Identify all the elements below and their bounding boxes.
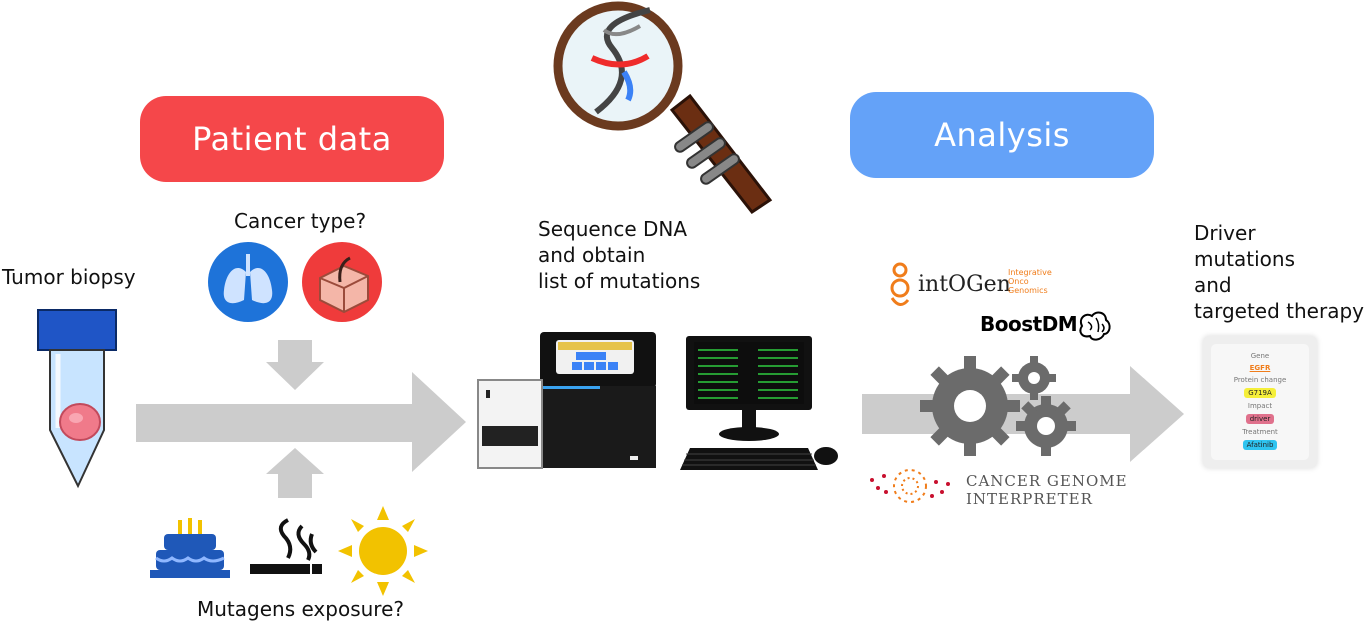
result-card-inner: Gene EGFR Protein change G719A Impact dr… [1211,344,1309,460]
cigarette-icon [250,518,322,574]
computer-monitor-icon [680,336,838,470]
protein-change-value: G719A [1244,388,1276,398]
cgi-logo-line1: CANCER GENOME [966,472,1128,490]
impact-value: driver [1245,414,1275,424]
sun-icon [338,506,428,596]
intogen-subtitle: Integrative Onco Genomics [1008,268,1052,295]
protein-change-label: Protein change [1233,376,1287,384]
analysis-header: Analysis [850,92,1154,178]
sequencer-machine-icon [477,332,656,469]
cgi-logo-icon [870,469,950,503]
analysis-title: Analysis [934,116,1070,154]
impact-label: Impact [1247,402,1273,410]
intogen-logo-icon [890,262,910,306]
skin-icon [302,242,382,322]
treatment-value: Afatinib [1242,440,1278,450]
mutagens-exposure-label: Mutagens exposure? [197,597,405,621]
birthday-cake-icon [150,518,230,578]
magnifying-glass-dna-icon [553,1,773,215]
brain-icon [1079,311,1111,341]
intogen-logo-text: intOGen [918,272,1011,297]
cgi-logo-line2: INTERPRETER [966,490,1093,508]
cancer-type-label: Cancer type? [234,209,367,233]
gene-label: Gene [1250,352,1270,360]
tumor-biopsy-label: Tumor biopsy [2,265,136,289]
sequence-dna-label: Sequence DNA and obtain list of mutation… [538,217,701,293]
gene-value: EGFR [1249,364,1271,372]
driver-mutations-label: Driver mutations and targeted therapy [1194,221,1364,323]
result-card: Gene EGFR Protein change G719A Impact dr… [1203,336,1317,468]
biopsy-tube-icon [37,309,117,489]
boostdm-logo: BoostDM [980,312,1078,336]
patient-data-header: Patient data [140,96,444,182]
gears-icon [920,356,1076,456]
treatment-label: Treatment [1242,428,1278,436]
lungs-icon [208,242,288,322]
patient-data-title: Patient data [192,120,392,158]
